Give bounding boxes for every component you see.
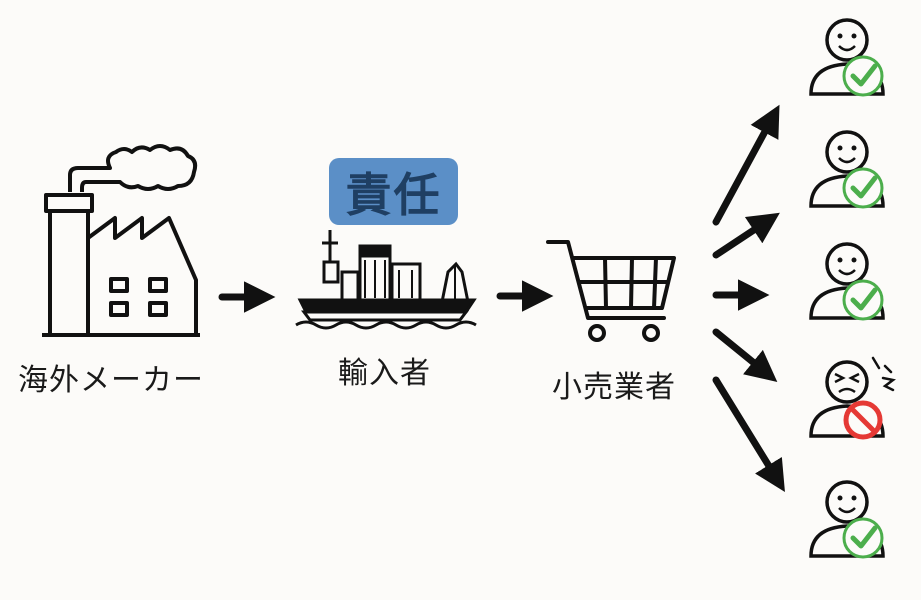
check-badge-icon	[842, 55, 884, 97]
eye-icon	[851, 145, 857, 151]
satisfied-consumer	[809, 18, 885, 97]
importer-label: 輸入者	[338, 356, 431, 391]
arrow-to-consumer-5	[712, 376, 785, 493]
eye-icon	[851, 495, 857, 501]
responsibility-badge-label: 責任	[345, 167, 442, 222]
factory-icon	[42, 144, 200, 337]
smile-icon	[838, 507, 856, 514]
check-badge-icon	[842, 167, 884, 209]
eye-icon	[837, 257, 843, 263]
person-head-icon	[825, 18, 869, 62]
check-badge-icon	[842, 279, 884, 321]
shopping-cart-icon	[546, 240, 676, 342]
flow-arrows	[218, 104, 785, 493]
satisfied-consumer	[809, 130, 885, 209]
retailer-label: 小売業者	[552, 370, 676, 405]
checkmark-icon	[850, 175, 878, 199]
arrow-to-consumer-2	[712, 212, 780, 259]
prohibited-slash	[849, 406, 877, 434]
arrow-to-consumer-4	[712, 328, 778, 382]
checkmark-icon	[850, 63, 878, 87]
satisfied-consumer	[809, 480, 885, 559]
arrow-to-consumer-1	[712, 104, 780, 226]
checkmark-icon	[850, 287, 878, 311]
check-badge-icon	[842, 517, 884, 559]
satisfied-consumer	[809, 242, 885, 321]
responsibility-badge: 責任	[329, 158, 458, 225]
smile-icon	[838, 269, 856, 276]
eye-icon	[837, 145, 843, 151]
smile-icon	[838, 45, 856, 52]
pain-marks-icon	[871, 356, 896, 392]
consumer-list	[809, 18, 896, 559]
eye-icon	[851, 33, 857, 39]
squint-eye-icon	[834, 372, 846, 384]
squint-eye-icon	[848, 372, 860, 384]
person-head-icon	[825, 480, 869, 524]
smile-icon	[838, 157, 856, 164]
person-head-icon	[825, 360, 869, 404]
harmed-consumer	[809, 356, 896, 440]
person-head-icon	[825, 130, 869, 174]
frown-icon	[838, 387, 856, 394]
overseas-maker-label: 海外メーカー	[18, 363, 204, 398]
eye-icon	[837, 495, 843, 501]
eye-icon	[851, 257, 857, 263]
cargo-ship-icon	[295, 230, 477, 330]
eye-icon	[837, 33, 843, 39]
checkmark-icon	[850, 525, 878, 549]
person-head-icon	[825, 242, 869, 286]
